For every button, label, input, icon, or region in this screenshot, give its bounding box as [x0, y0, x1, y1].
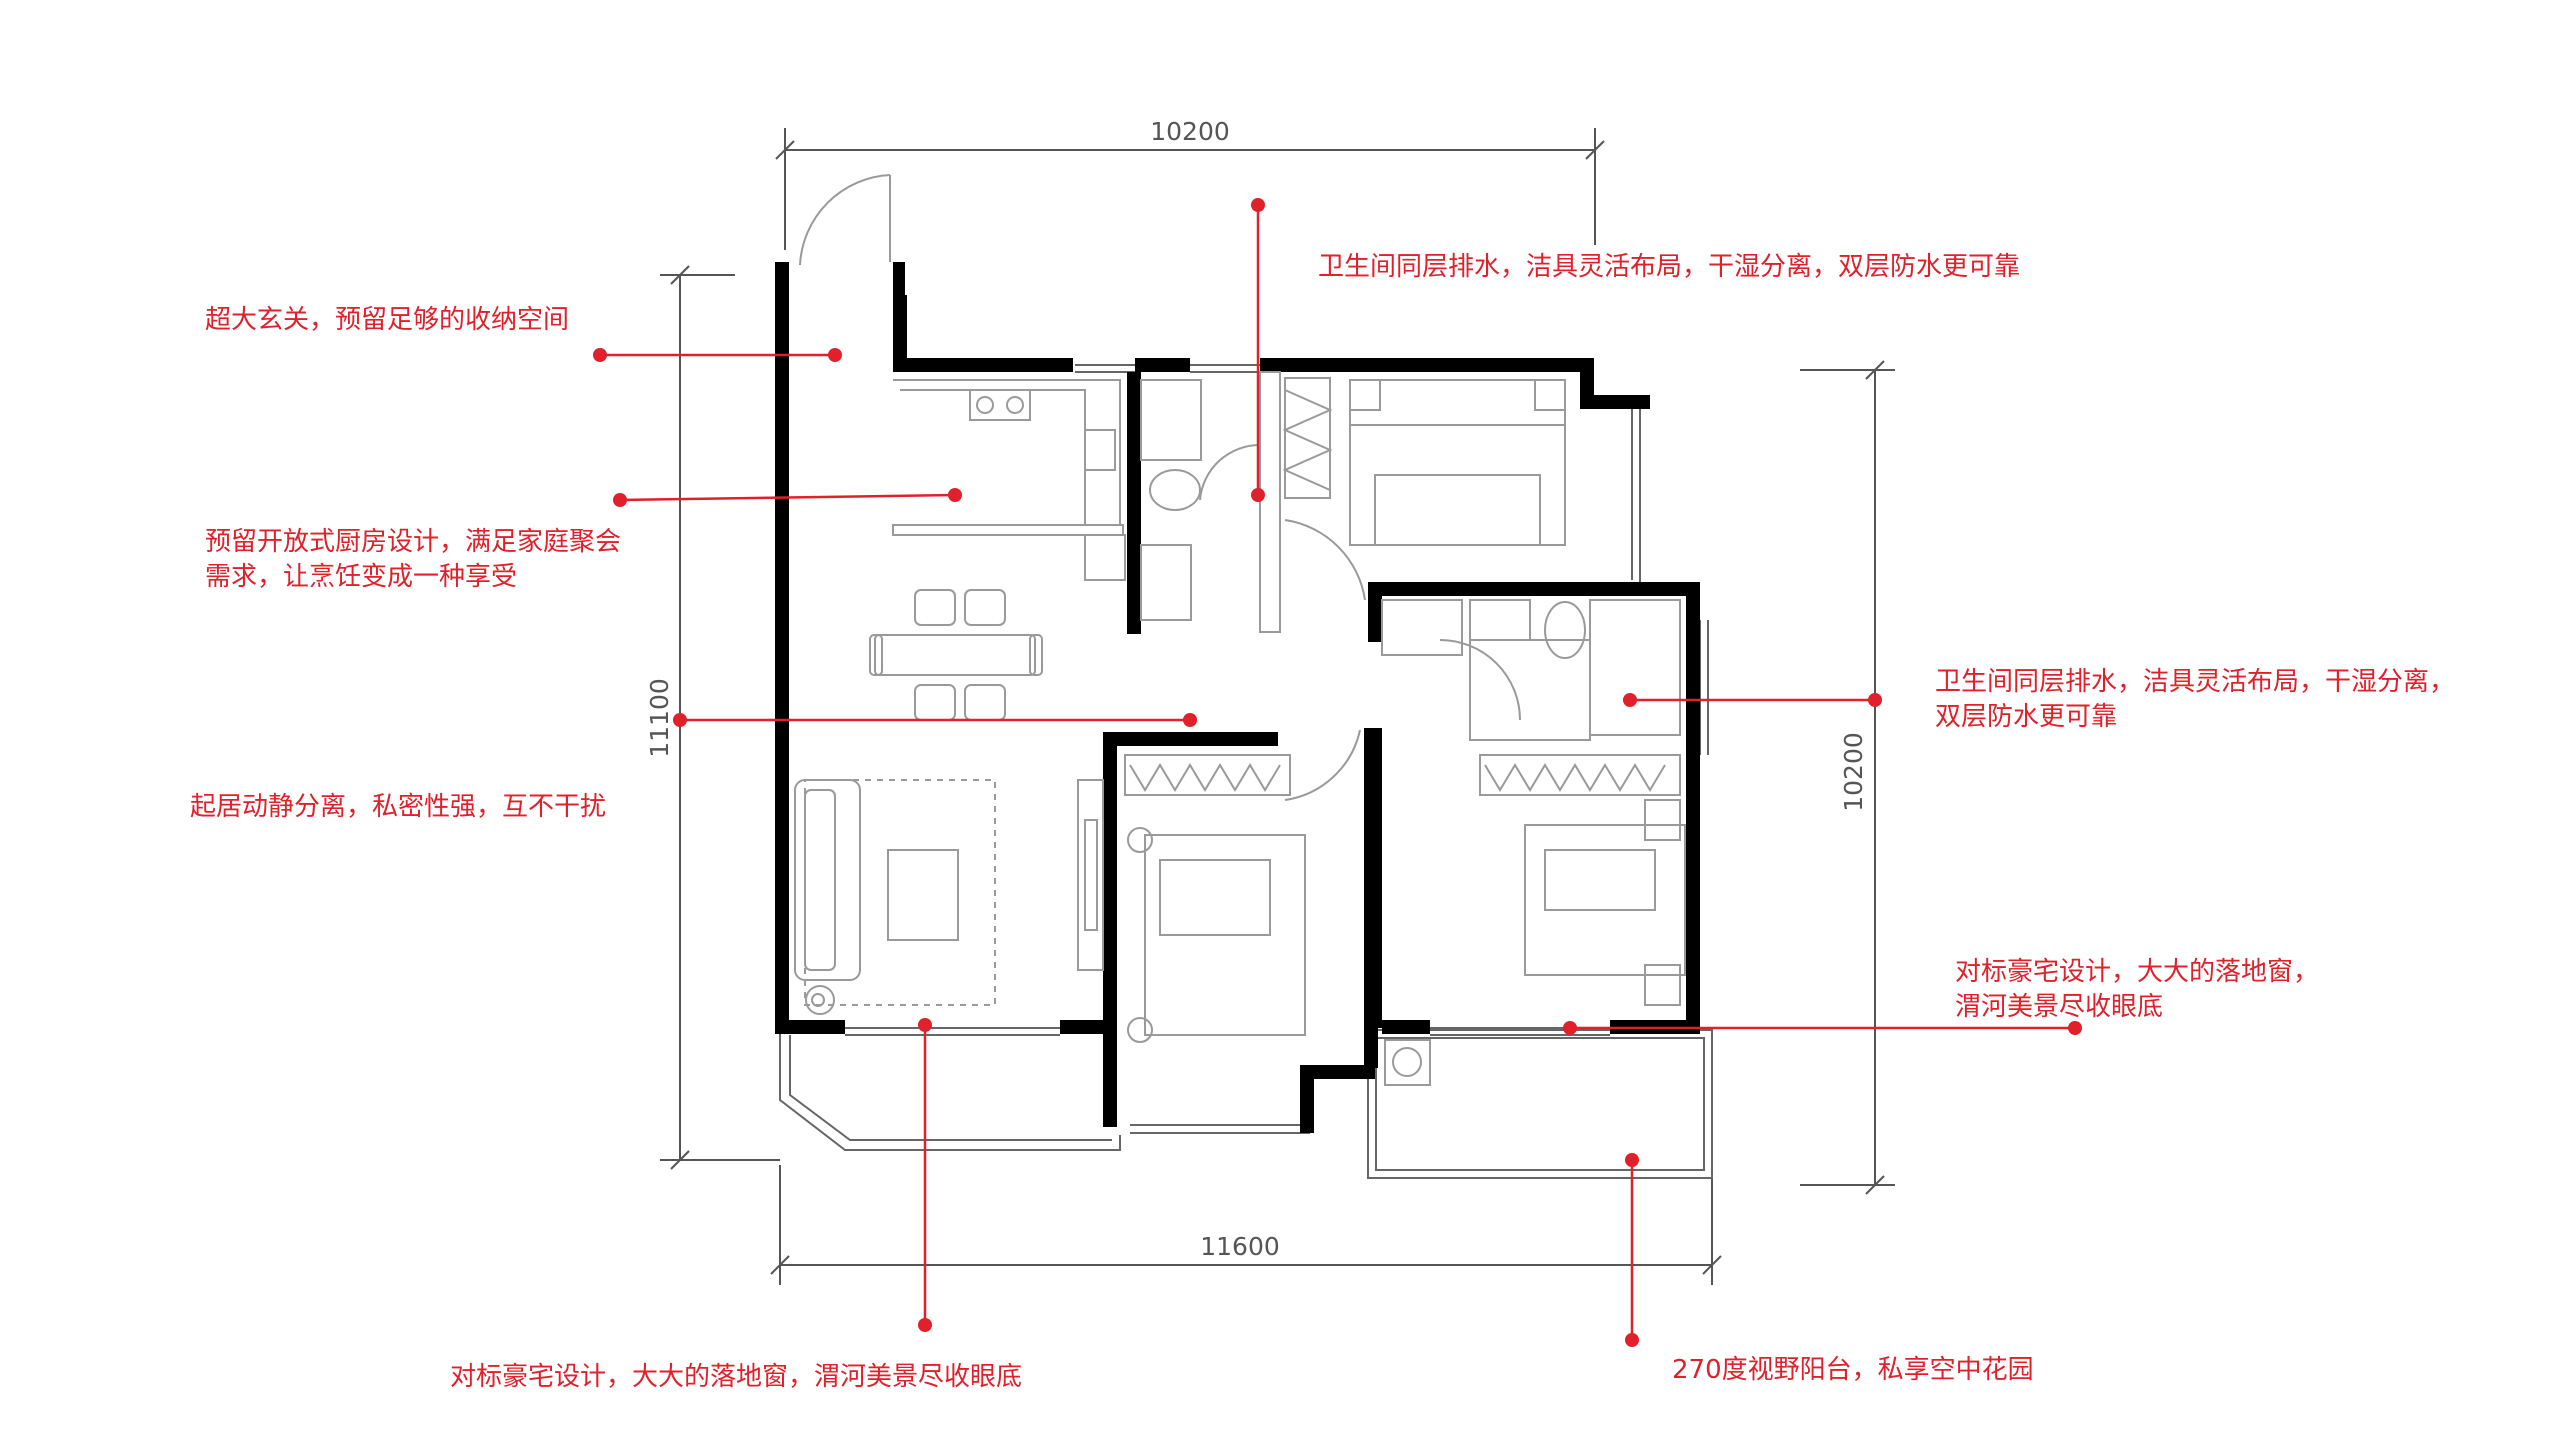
leader-dot: [1625, 1153, 1639, 1167]
leader-dot: [1251, 198, 1265, 212]
dimension-bottom: 11600: [1200, 1232, 1280, 1261]
annotation-living-window: 对标豪宅设计，大大的落地窗，渭河美景尽收眼底: [450, 1362, 1022, 1392]
annotation-bedroom-window-line1: 对标豪宅设计，大大的落地窗，: [1955, 957, 2319, 987]
leader-dot: [918, 1318, 932, 1332]
annotation-bedroom-window-line2: 渭河美景尽收眼底: [1955, 992, 2163, 1022]
annotations: 超大玄关，预留足够的收纳空间 预留开放式厨房设计，满足家庭聚会 需求，让烹饪变成…: [190, 252, 2455, 1392]
leader-dot: [1183, 713, 1197, 727]
leader-dot: [2068, 1021, 2082, 1035]
leader-dot: [613, 493, 627, 507]
dimension-right: 10200: [1839, 732, 1868, 812]
annotation-entry: 超大玄关，预留足够的收纳空间: [205, 305, 569, 335]
annotation-bath-right-line1: 卫生间同层排水，洁具灵活布局，干湿分离，: [1935, 667, 2455, 697]
dimension-labels: 10200 11600 11100 10200: [645, 117, 1868, 1261]
leader-dot: [1251, 488, 1265, 502]
annotation-dots: [593, 198, 2082, 1347]
dimension-top: 10200: [1150, 117, 1230, 146]
annotation-bath-top: 卫生间同层排水，洁具灵活布局，干湿分离，双层防水更可靠: [1318, 252, 2020, 282]
leader-dot: [828, 348, 842, 362]
annotation-leaders: [600, 205, 2075, 1340]
leader-dot: [948, 488, 962, 502]
leader-dot: [1563, 1021, 1577, 1035]
walls: [775, 262, 1700, 1133]
leader-dot: [1623, 693, 1637, 707]
leader-dot: [593, 348, 607, 362]
annotation-kitchen-line1: 预留开放式厨房设计，满足家庭聚会: [205, 527, 621, 557]
leader-dot: [918, 1018, 932, 1032]
leader-dot: [673, 713, 687, 727]
annotation-kitchen-line2: 需求，让烹饪变成一种享受: [205, 562, 517, 592]
dimension-left: 11100: [645, 678, 674, 758]
fixtures: [794, 174, 1686, 1086]
leader-dot: [1625, 1333, 1639, 1347]
annotation-balcony: 270度视野阳台，私享空中花园: [1672, 1355, 2034, 1385]
annotation-bath-right-line2: 双层防水更可靠: [1935, 702, 2117, 732]
annotation-zoning: 起居动静分离，私密性强，互不干扰: [190, 792, 606, 822]
leader-dot: [1868, 693, 1882, 707]
dimension-lines: [660, 128, 1895, 1285]
